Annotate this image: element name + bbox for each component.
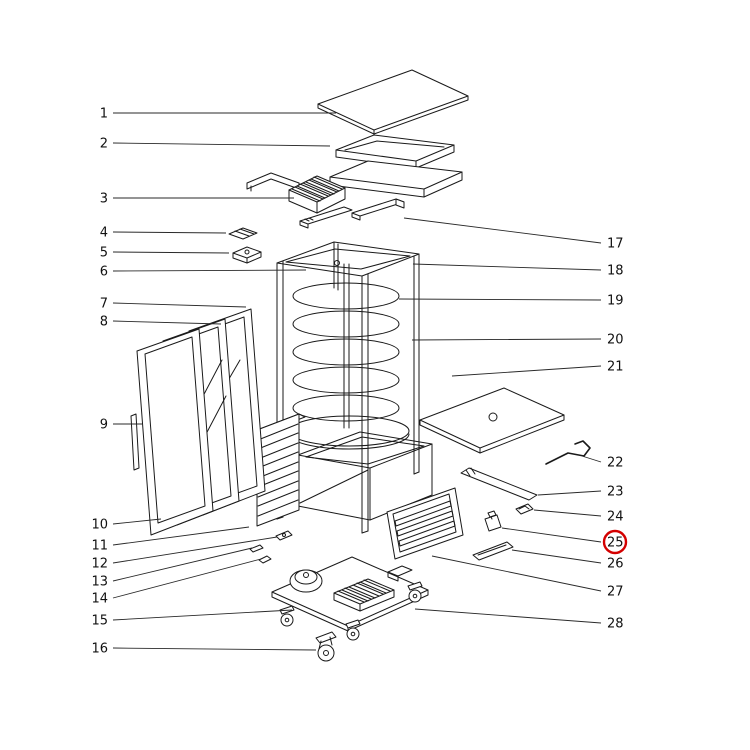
part-number-14: 14	[91, 592, 108, 607]
part-number-13: 13	[91, 575, 108, 590]
leader-line-22	[581, 455, 602, 463]
part-number-9: 9	[100, 418, 108, 433]
compressor	[289, 569, 323, 593]
leader-line-13	[112, 547, 253, 582]
leader-line-11	[112, 526, 250, 546]
leader-line-8	[112, 320, 222, 325]
part-number-11: 11	[91, 539, 108, 554]
leader-line-20	[411, 338, 602, 341]
condenser-finned-block	[333, 578, 395, 612]
leader-line-26	[511, 549, 602, 564]
part-number-26: 26	[607, 557, 624, 572]
door-handle	[130, 413, 140, 471]
lubricant-bottle-part	[484, 510, 502, 532]
leader-line-5	[112, 251, 230, 254]
glass-top-panel	[317, 69, 469, 135]
part-number-27: 27	[607, 585, 624, 600]
highlight-circle	[602, 529, 628, 555]
part-number-20: 20	[607, 333, 624, 348]
side-panel-with-hole	[419, 387, 565, 454]
leader-line-2	[112, 142, 331, 147]
leader-line-17	[403, 217, 602, 244]
small-part-4	[228, 227, 258, 240]
base-plate-assembly	[271, 556, 429, 641]
small-part-5	[232, 246, 262, 264]
spiral-rack	[288, 263, 410, 450]
louvered-side-panel	[256, 413, 306, 527]
part-number-8: 8	[100, 315, 108, 330]
door-outer	[130, 328, 214, 536]
part-number-2: 2	[100, 137, 108, 152]
caster-front-center	[345, 619, 361, 641]
part-number-25: 25	[607, 536, 624, 551]
leader-line-14	[112, 558, 262, 599]
leader-line-24	[533, 509, 602, 517]
top-cover-upper	[335, 134, 455, 169]
part-number-12: 12	[91, 557, 108, 572]
leader-line-4	[112, 231, 227, 234]
vent-grille	[386, 487, 464, 560]
leader-line-19	[398, 298, 602, 301]
part-number-18: 18	[607, 264, 624, 279]
flat-strip-part	[472, 541, 514, 561]
leader-line-7	[112, 302, 247, 308]
part-number-16: 16	[91, 642, 108, 657]
part-number-22: 22	[607, 456, 624, 471]
leader-line-16	[112, 647, 317, 651]
part-number-4: 4	[100, 226, 108, 241]
part-number-10: 10	[91, 518, 108, 533]
leader-line-27	[431, 555, 602, 592]
part-number-28: 28	[607, 617, 624, 632]
part-number-21: 21	[607, 360, 624, 375]
leader-line-6	[112, 269, 307, 272]
caster-rear-right	[407, 581, 423, 603]
hinge-part-12	[275, 530, 293, 541]
part-number-19: 19	[607, 294, 624, 309]
part-labels-layer: 1234567891011121314151617181920212223242…	[91, 107, 628, 657]
part-number-1: 1	[100, 107, 108, 122]
part-number-3: 3	[100, 192, 108, 207]
capillary-wire	[545, 440, 591, 465]
part-number-24: 24	[607, 510, 624, 525]
support-strip	[460, 467, 538, 501]
condenser-coil	[288, 175, 346, 214]
leader-line-15	[112, 609, 293, 621]
hinge-part-13	[249, 544, 264, 553]
cabinet-frame-top	[276, 241, 420, 277]
leader-line-12	[112, 536, 278, 564]
part-number-15: 15	[91, 614, 108, 629]
leader-line-21	[451, 365, 602, 377]
leader-line-28	[414, 608, 602, 624]
part-number-23: 23	[607, 485, 624, 500]
part-number-6: 6	[100, 265, 108, 280]
leader-line-18	[412, 263, 602, 271]
terminal-box	[387, 565, 413, 582]
part-number-17: 17	[607, 237, 624, 252]
leader-line-10	[112, 518, 162, 525]
part-number-7: 7	[100, 297, 108, 312]
caster-wheel-part	[315, 631, 337, 662]
cross-rail-rear	[351, 198, 405, 221]
cross-rail-front	[299, 206, 353, 229]
leader-line-25	[501, 527, 602, 543]
leader-line-23	[537, 490, 602, 496]
caster-front-left	[279, 605, 295, 627]
clip-part	[515, 503, 534, 515]
hinge-part-14	[258, 555, 272, 564]
part-number-5: 5	[100, 246, 108, 261]
top-cover-lower	[329, 160, 463, 198]
